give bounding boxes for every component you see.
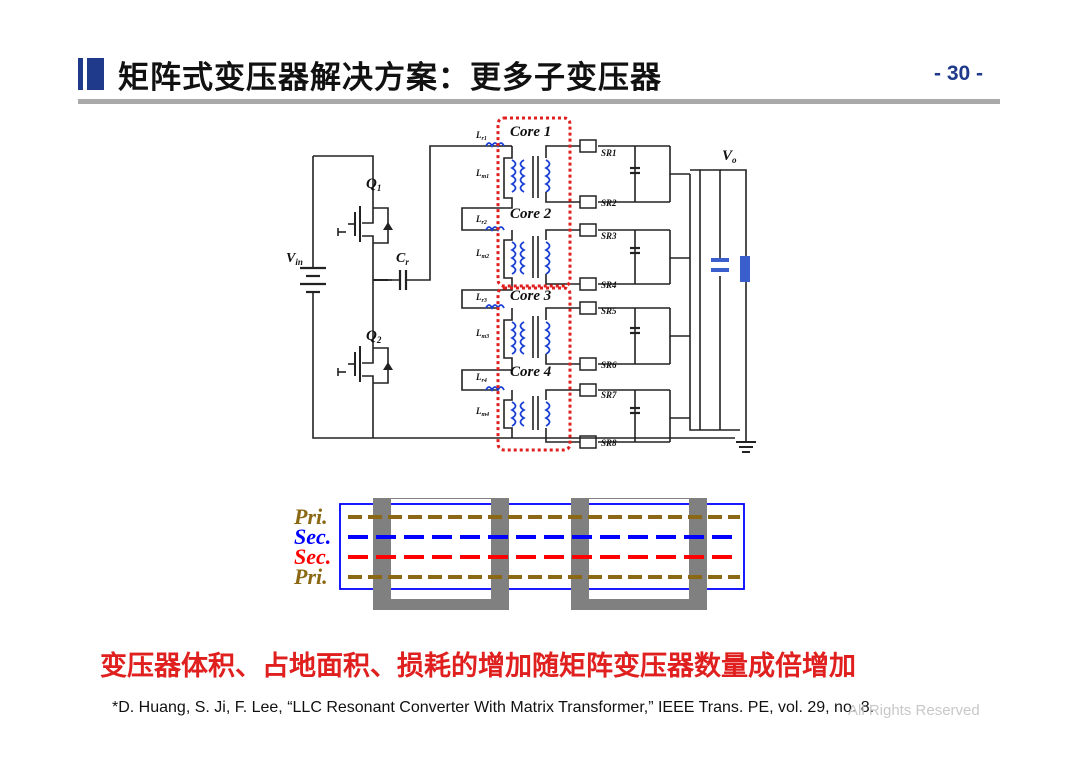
- svg-text:Lm4: Lm4: [475, 406, 489, 418]
- lr1-label: L: [475, 130, 482, 140]
- sr7-label: SR7: [601, 390, 617, 400]
- winding-label-pri-top: Pri.: [293, 504, 328, 529]
- sr4-label: SR4: [601, 280, 617, 290]
- vin-subscript: in: [295, 257, 303, 267]
- svg-text:Lm1: Lm1: [475, 168, 489, 180]
- core-2-label: Core 2: [510, 206, 552, 222]
- core-shapes: [373, 498, 707, 610]
- winding-rows: [348, 515, 740, 579]
- core-3-label: Core 3: [510, 288, 552, 304]
- svg-text:Lr1: Lr1: [475, 130, 487, 142]
- lr3-subscript: r3: [482, 298, 487, 304]
- lm3-subscript: m3: [482, 334, 490, 340]
- lm2-label: L: [475, 248, 482, 258]
- watermark-text: All Rights Reserved: [848, 702, 980, 719]
- title-bar-icon: [78, 58, 104, 90]
- winding-label-sec-2: Sec.: [294, 544, 331, 569]
- lr4-subscript: r4: [482, 378, 487, 384]
- llc-matrix-transformer-schematic: Vin Cr Q1 Q2 Vo Core 1 Core 2 Core 3 Cor…: [286, 116, 756, 453]
- lm4-subscript: m4: [482, 412, 490, 418]
- sr3-label: SR3: [601, 231, 617, 241]
- winding-label-pri-bottom: Pri.: [293, 564, 328, 589]
- q1-subscript: 1: [377, 183, 382, 193]
- svg-text:Lm2: Lm2: [475, 248, 489, 260]
- lr2-label: L: [475, 214, 482, 224]
- winding-label-sec-1: Sec.: [294, 524, 331, 549]
- sr6-label: SR6: [601, 360, 617, 370]
- lm1-label: L: [475, 168, 482, 178]
- sr2-label: SR2: [601, 198, 617, 208]
- page-number: - 30 -: [934, 62, 984, 85]
- lr4-label: L: [475, 372, 482, 382]
- svg-text:Cr: Cr: [396, 251, 409, 267]
- cr-subscript: r: [405, 257, 409, 267]
- lr2-subscript: r2: [482, 220, 487, 226]
- title-underline: [78, 99, 1000, 104]
- svg-text:Vo: Vo: [722, 148, 737, 165]
- svg-text:Q1: Q1: [366, 176, 381, 193]
- lr1-subscript: r1: [482, 136, 487, 142]
- cr-label: C: [396, 251, 406, 266]
- winding-layout-diagram: Pri. Sec. Sec. Pri.: [293, 498, 745, 610]
- vin-label: V: [286, 251, 297, 266]
- q2-subscript: 2: [376, 335, 382, 345]
- svg-text:Lm3: Lm3: [475, 328, 489, 340]
- citation-text: *D. Huang, S. Ji, F. Lee, “LLC Resonant …: [112, 699, 875, 716]
- slide-title: 矩阵式变压器解决方案：更多子变压器: [118, 60, 662, 96]
- sr1-label: SR1: [601, 148, 617, 158]
- vo-subscript: o: [732, 155, 737, 165]
- lm1-subscript: m1: [482, 174, 490, 180]
- svg-text:Vin: Vin: [286, 251, 303, 267]
- svg-text:Lr3: Lr3: [475, 292, 487, 304]
- sr8-label: SR8: [601, 438, 617, 448]
- core-1-label: Core 1: [510, 124, 551, 140]
- core-4-label: Core 4: [510, 364, 552, 380]
- q1-label: Q: [366, 176, 377, 192]
- lm3-label: L: [475, 328, 482, 338]
- winding-frame: [339, 503, 745, 590]
- sr5-label: SR5: [601, 306, 617, 316]
- svg-text:Lr4: Lr4: [475, 372, 487, 384]
- vo-label: V: [722, 148, 734, 164]
- lr3-label: L: [475, 292, 482, 302]
- q2-label: Q: [366, 328, 377, 344]
- lm4-label: L: [475, 406, 482, 416]
- lm2-subscript: m2: [482, 254, 490, 260]
- svg-text:Lr2: Lr2: [475, 214, 487, 226]
- svg-text:Q2: Q2: [366, 328, 382, 345]
- conclusion-text: 变压器体积、占地面积、损耗的增加随矩阵变压器数量成倍增加: [100, 651, 856, 682]
